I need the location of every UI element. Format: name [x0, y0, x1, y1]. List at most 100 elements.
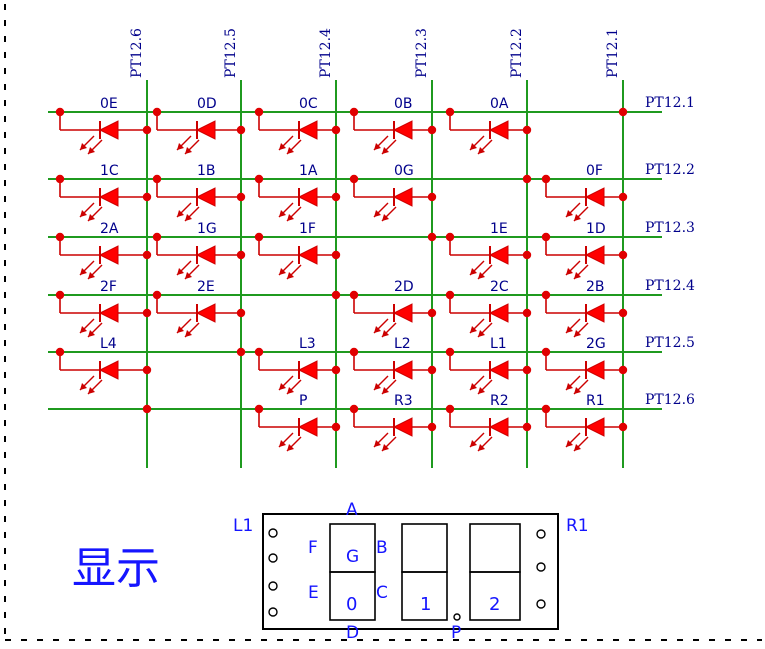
diode-triangle	[98, 303, 119, 323]
row-label-1: PT12.1	[645, 95, 695, 111]
diode-triangle	[195, 120, 216, 140]
led-2A: 2A	[59, 221, 147, 280]
led-label: 1G	[197, 221, 217, 237]
led-2G: 2G	[545, 336, 623, 395]
emission-arrow-head	[478, 272, 485, 279]
led-label: 1D	[586, 221, 606, 237]
diode-triangle	[584, 245, 605, 265]
emission-arrow-head	[470, 268, 477, 275]
led-label: R3	[394, 393, 413, 409]
digit-0-value: 0	[346, 594, 357, 615]
led-label: L4	[100, 336, 117, 352]
led-label: L2	[394, 336, 411, 352]
digit-box-2-bottom	[469, 571, 521, 621]
node-group	[55, 107, 628, 432]
junction-node	[55, 232, 65, 242]
junction-node	[142, 192, 152, 202]
led-label: L3	[299, 336, 316, 352]
segment-e-label: E	[308, 583, 319, 603]
junction-node	[331, 250, 341, 260]
row-label-3: PT12.3	[645, 220, 695, 236]
row-label-5: PT12.5	[645, 335, 695, 351]
segment-c-label: C	[376, 583, 388, 603]
digit-1-value: 1	[420, 594, 431, 615]
led-0F: 0F	[545, 163, 623, 222]
led-label: 0E	[100, 96, 118, 112]
led-P: P	[258, 393, 336, 452]
emission-arrow-head	[287, 387, 294, 394]
junction-node	[522, 365, 532, 375]
digit-box-1-bottom	[401, 571, 448, 621]
diode-triangle	[98, 120, 119, 140]
diode-triangle	[195, 187, 216, 207]
emission-arrow-head	[177, 143, 184, 150]
emission-arrow-head	[382, 444, 389, 451]
emission-arrow-head	[382, 214, 389, 221]
digit-box-1-top	[401, 523, 448, 573]
junction-node	[152, 232, 162, 242]
led-label: 0C	[299, 96, 318, 112]
led-label: 2G	[586, 336, 606, 352]
diode-triangle	[297, 187, 318, 207]
junction-node	[55, 174, 65, 184]
diode-triangle	[297, 360, 318, 380]
led-1E: 1E	[449, 221, 527, 280]
junction-node	[331, 125, 341, 135]
emission-arrow-head	[574, 272, 581, 279]
junction-node	[618, 250, 628, 260]
left-indicator-2	[268, 553, 278, 563]
led-1G: 1G	[156, 221, 241, 280]
column-label-5: PT12.2	[509, 28, 525, 78]
led-L1: L1	[449, 336, 527, 395]
emission-arrow-head	[574, 444, 581, 451]
led-2D: 2D	[353, 279, 432, 338]
emission-arrow-head	[470, 440, 477, 447]
diode-triangle	[488, 303, 509, 323]
diode-triangle	[392, 360, 413, 380]
emission-arrow-head	[185, 330, 192, 337]
row-column-junction	[236, 347, 246, 357]
led-label: 2C	[490, 279, 509, 295]
segment-d-label: D	[346, 623, 359, 643]
led-label: 0D	[197, 96, 217, 112]
junction-node	[541, 232, 551, 242]
segment-b-label: B	[376, 538, 388, 558]
emission-arrow-head	[185, 214, 192, 221]
led-0B: 0B	[353, 96, 432, 155]
decimal-point-indicator	[453, 613, 461, 621]
emission-arrow-head	[374, 143, 381, 150]
emission-arrow-head	[470, 143, 477, 150]
junction-node	[541, 347, 551, 357]
junction-node	[254, 107, 264, 117]
junction-node	[349, 174, 359, 184]
junction-node	[142, 125, 152, 135]
diode-triangle	[98, 245, 119, 265]
led-R1: R1	[545, 393, 623, 452]
emission-arrow-head	[574, 330, 581, 337]
emission-arrow-head	[88, 147, 95, 154]
led-label: 0B	[394, 96, 413, 112]
emission-arrow-head	[80, 210, 87, 217]
row-column-junction	[331, 290, 341, 300]
led-label: R1	[586, 393, 605, 409]
emission-arrow-head	[279, 268, 286, 275]
column-label-1: PT12.6	[129, 28, 145, 78]
junction-node	[152, 107, 162, 117]
led-label: 2F	[100, 279, 117, 295]
emission-arrow-head	[478, 387, 485, 394]
junction-node	[254, 404, 264, 414]
emission-arrow-head	[478, 147, 485, 154]
junction-node	[254, 347, 264, 357]
led-1D: 1D	[545, 221, 623, 280]
segment-a-label: A	[346, 500, 358, 520]
junction-node	[55, 347, 65, 357]
diode-triangle	[98, 187, 119, 207]
led-0E: 0E	[59, 96, 147, 155]
diode-triangle	[195, 303, 216, 323]
emission-arrow-head	[287, 272, 294, 279]
diode-triangle	[297, 120, 318, 140]
led-label: 1A	[299, 163, 318, 179]
junction-node	[522, 250, 532, 260]
